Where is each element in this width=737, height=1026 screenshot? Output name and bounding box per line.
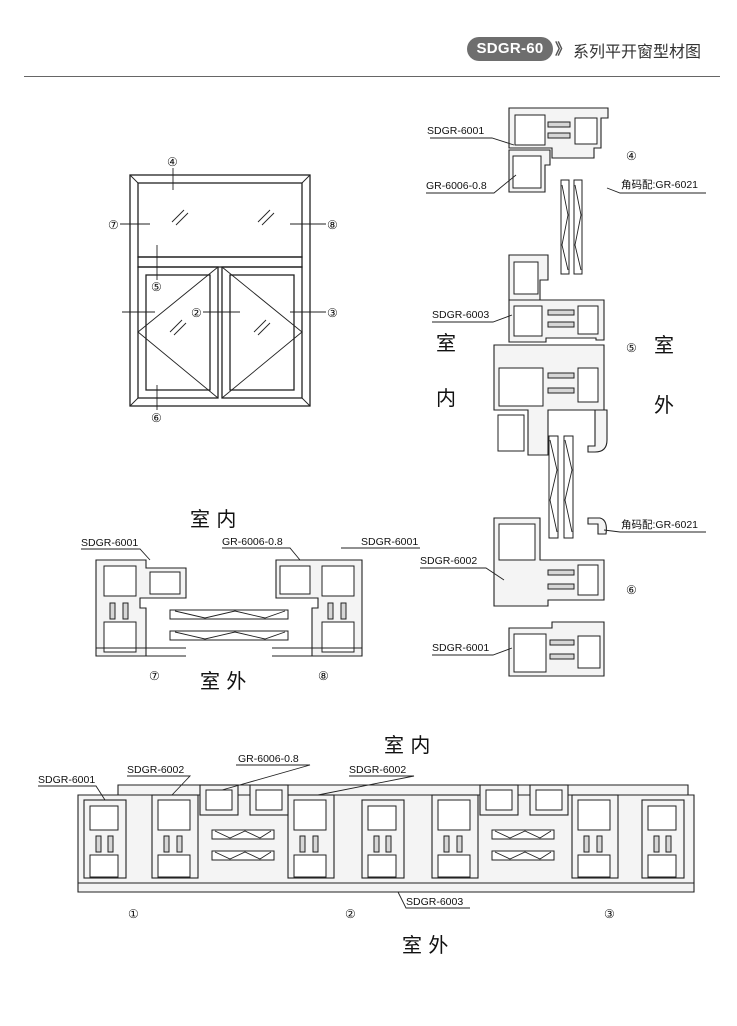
- label-gr-6006: GR-6006-0.8: [222, 536, 283, 548]
- marker-7: ⑦: [149, 669, 160, 683]
- header-divider: [24, 76, 720, 77]
- indoor-label: 室 内: [190, 507, 236, 531]
- marker-2: ②: [345, 907, 356, 921]
- marker-8: ⑧: [327, 218, 338, 232]
- label-sdgr-6002: SDGR-6002: [349, 764, 406, 776]
- label-sdgr-6001: SDGR-6001: [427, 125, 484, 137]
- label-corner-gr-6021: 角码配:GR-6021: [621, 179, 698, 191]
- marker-4: ④: [167, 155, 178, 169]
- indoor-label: 内: [436, 386, 456, 410]
- label-corner-gr-6021: 角码配:GR-6021: [621, 519, 698, 531]
- window-elevation: ④ ⑦ ⑧ ⑤ ② ③ ⑥: [108, 155, 338, 425]
- marker-8: ⑧: [318, 669, 329, 683]
- marker-7: ⑦: [108, 218, 119, 232]
- page-header: SDGR-60 》 系列平开窗型材图: [0, 0, 737, 80]
- label-sdgr-6001: SDGR-6001: [38, 774, 95, 786]
- label-gr-6006: GR-6006-0.8: [238, 753, 299, 765]
- outdoor-label: 外: [654, 393, 674, 417]
- series-badge: SDGR-60: [467, 37, 553, 61]
- label-sdgr-6003: SDGR-6003: [432, 309, 489, 321]
- label-sdgr-6003: SDGR-6003: [406, 896, 463, 908]
- outdoor-label: 室: [654, 333, 674, 357]
- label-sdgr-6002: SDGR-6002: [420, 555, 477, 567]
- label-sdgr-6001: SDGR-6001: [81, 537, 138, 549]
- marker-3: ③: [327, 306, 338, 320]
- section-7-8: SDGR-6001 GR-6006-0.8 SDGR-6001 室 内 室 外 …: [81, 507, 420, 693]
- indoor-label: 室 内: [384, 733, 430, 757]
- label-gr-6006: GR-6006-0.8: [426, 180, 487, 192]
- outdoor-label: 室 外: [200, 669, 246, 693]
- outdoor-label: 室 外: [402, 933, 448, 957]
- marker-6: ⑥: [151, 411, 162, 425]
- marker-4: ④: [626, 149, 637, 163]
- marker-2: ②: [191, 306, 202, 320]
- marker-6: ⑥: [626, 583, 637, 597]
- marker-5: ⑤: [626, 341, 637, 355]
- label-sdgr-6002: SDGR-6002: [127, 764, 184, 776]
- marker-3: ③: [604, 907, 615, 921]
- chevron-icon: 》: [555, 40, 571, 58]
- section-1-2-3: SDGR-6001 SDGR-6002 GR-6006-0.8 SDGR-600…: [38, 733, 695, 957]
- indoor-label: 室: [436, 331, 456, 355]
- vertical-section: SDGR-6001 GR-6006-0.8 角码配:GR-6021 SDGR-6…: [420, 107, 706, 677]
- page-title: 系列平开窗型材图: [573, 42, 702, 61]
- label-sdgr-6001: SDGR-6001: [361, 536, 418, 548]
- marker-5: ⑤: [151, 280, 162, 294]
- label-sdgr-6001: SDGR-6001: [432, 642, 489, 654]
- marker-1: ①: [128, 907, 139, 921]
